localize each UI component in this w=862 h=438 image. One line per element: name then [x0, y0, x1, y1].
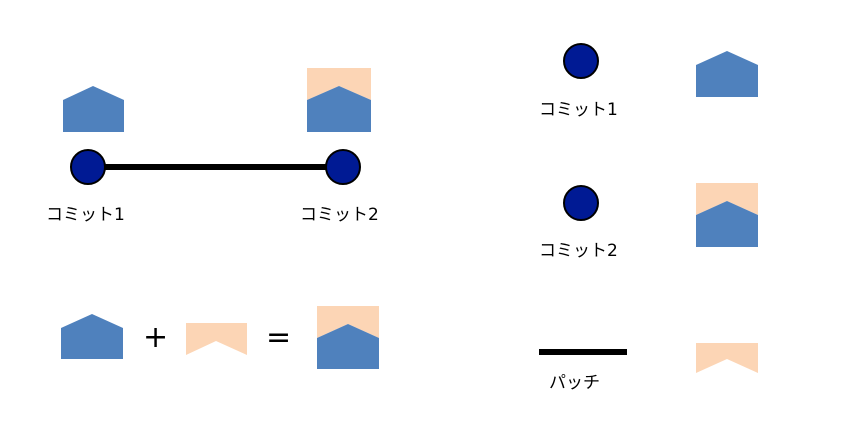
legend-patch-label: パッチ	[549, 373, 600, 393]
legend-commit1-label: コミット1	[539, 100, 618, 120]
eq-result-base	[317, 324, 379, 369]
eq-base-shape	[61, 314, 123, 359]
equals-sign: =	[266, 320, 291, 355]
base-shape-commit1	[63, 86, 124, 132]
base-shape-commit2	[307, 86, 371, 132]
commit1-dot	[70, 149, 106, 185]
eq-result-patch	[317, 306, 379, 338]
legend-patch-shape	[696, 343, 758, 373]
commit2-dot	[325, 149, 361, 185]
legend-commit2-patch	[696, 183, 758, 215]
commit1-label: コミット1	[46, 205, 125, 225]
plus-sign: +	[143, 320, 168, 355]
legend-commit2-label: コミット2	[539, 241, 618, 261]
commit2-label: コミット2	[300, 205, 379, 225]
legend-commit1-dot	[563, 43, 599, 79]
legend-commit1-shape	[696, 51, 758, 97]
legend-commit2-base	[696, 201, 758, 247]
eq-patch-shape	[186, 323, 247, 355]
legend-commit2-dot	[563, 185, 599, 221]
patch-shape-commit2	[307, 68, 371, 100]
